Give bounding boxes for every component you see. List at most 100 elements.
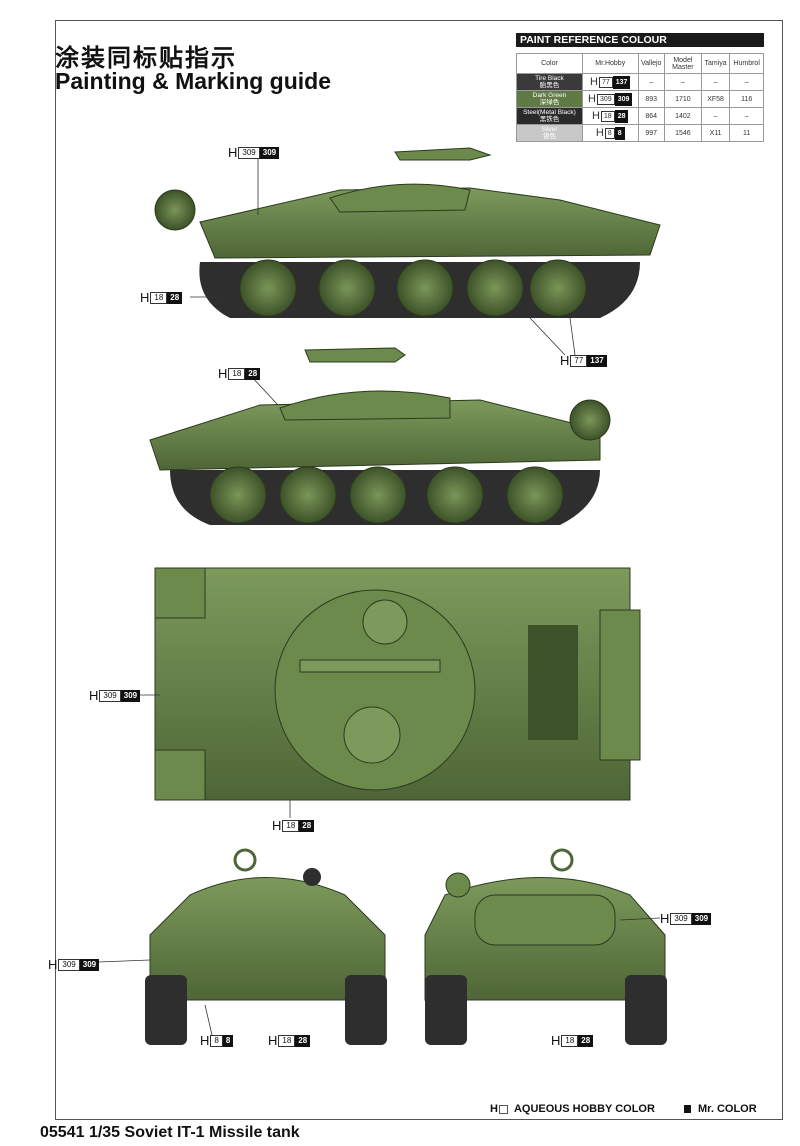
- road-wheel: [529, 259, 587, 317]
- footer-product: 05541 1/35 Soviet IT-1 Missile tank: [40, 1124, 300, 1141]
- leader-lines: [97, 158, 661, 1036]
- road-wheel: [396, 259, 454, 317]
- mr-color-code: 309: [691, 912, 712, 925]
- h-letter: H: [588, 93, 596, 105]
- h-letter: H: [200, 1033, 210, 1048]
- side-view-left: [154, 147, 661, 318]
- mr-color-code: 8: [222, 1034, 234, 1047]
- h-letter: H: [560, 353, 570, 368]
- mr-color-code: 28: [578, 1034, 594, 1047]
- aqueous-code: 77: [598, 76, 613, 88]
- mr-color-code: 28: [245, 367, 261, 380]
- aqueous-code: 309: [99, 689, 121, 702]
- rear-view: [424, 848, 667, 1045]
- mr-color-code: 309: [120, 689, 141, 702]
- road-wheel: [239, 259, 297, 317]
- humbrol-cell: 11: [729, 124, 764, 142]
- paint-table-grid: Color Mr.Hobby Vallejo Model Master Tami…: [516, 53, 764, 142]
- road-wheel: [279, 466, 337, 524]
- legend-mr: Mr. COLOR: [684, 1103, 757, 1115]
- aqueous-code: 309: [670, 912, 692, 925]
- h-letter: H: [551, 1033, 561, 1048]
- h-letter: H: [591, 110, 600, 122]
- mr-color-code: 137: [587, 354, 607, 367]
- aqueous-code: 18: [150, 291, 168, 304]
- aqueous-code: 18: [228, 367, 246, 380]
- h-letter: H: [660, 911, 670, 926]
- color-en: Silver: [541, 126, 558, 133]
- mr-color-code: 309: [614, 92, 633, 106]
- color-cn: 黑铁色: [539, 116, 560, 123]
- paint-reference-table: PAINT REFERENCE COLOUR Color Mr.Hobby Va…: [516, 33, 764, 142]
- h-letter: H: [272, 818, 282, 833]
- color-en: Tire Black: [535, 75, 564, 82]
- aqueous-code: 309: [238, 146, 260, 159]
- road-wheel: [506, 466, 564, 524]
- mr-color-code: 137: [612, 75, 631, 89]
- aqueous-code: 18: [561, 1034, 579, 1047]
- h-letter: H: [268, 1033, 278, 1048]
- title-chinese: 涂装同标贴指示: [55, 44, 237, 72]
- top-view: [154, 567, 641, 801]
- color-cn: 深绿色: [539, 99, 560, 106]
- legend-square-icon: [684, 1105, 691, 1113]
- aqueous-code: 18: [278, 1034, 296, 1047]
- color-cn: 胎黑色: [539, 82, 560, 89]
- aqueous-code: 8: [210, 1034, 223, 1047]
- mr-color-code: 8: [614, 126, 625, 140]
- mr-color-code: 28: [167, 291, 183, 304]
- side-view-right: [149, 347, 611, 525]
- h-letter: H: [218, 366, 228, 381]
- vallejo-cell: –: [637, 73, 665, 91]
- vallejo-cell: 997: [637, 124, 665, 142]
- h-letter: H: [590, 76, 598, 88]
- tamiya-cell: X11: [700, 124, 731, 142]
- road-wheel: [466, 259, 524, 317]
- color-en: Steel(Metal Black): [523, 109, 576, 116]
- aqueous-code: 309: [597, 93, 615, 105]
- aqueous-code: 8: [604, 127, 615, 139]
- legend-box-icon: [498, 1104, 508, 1114]
- legend-h: H: [490, 1103, 498, 1115]
- color-en: Dark Green: [532, 92, 567, 99]
- h-letter: H: [595, 127, 604, 139]
- aqueous-code: 18: [282, 819, 300, 832]
- color-cn: 银色: [542, 133, 556, 140]
- road-wheel: [349, 466, 407, 524]
- mr-color-code: 28: [299, 819, 315, 832]
- road-wheel: [318, 259, 376, 317]
- frame: [55, 20, 783, 1120]
- aqueous-code: 18: [600, 110, 615, 122]
- legend-aqueous: H AQUEOUS HOBBY COLOR: [490, 1103, 655, 1115]
- road-wheel: [426, 466, 484, 524]
- h-letter: H: [89, 688, 99, 703]
- frame-top: [55, 20, 783, 21]
- h-letter: H: [48, 957, 58, 972]
- legend-aqueous-label: AQUEOUS HOBBY COLOR: [513, 1103, 655, 1115]
- aqueous-code: 309: [58, 958, 80, 971]
- road-wheel: [209, 466, 267, 524]
- mr-color-code: 309: [259, 146, 280, 159]
- mr-color-code: 28: [614, 109, 629, 123]
- mr-color-code: 309: [79, 958, 100, 971]
- legend-mr-label: Mr. COLOR: [698, 1103, 757, 1115]
- title-english: Painting & Marking guide: [55, 68, 332, 94]
- aqueous-code: 77: [570, 354, 588, 367]
- h-letter: H: [140, 290, 150, 305]
